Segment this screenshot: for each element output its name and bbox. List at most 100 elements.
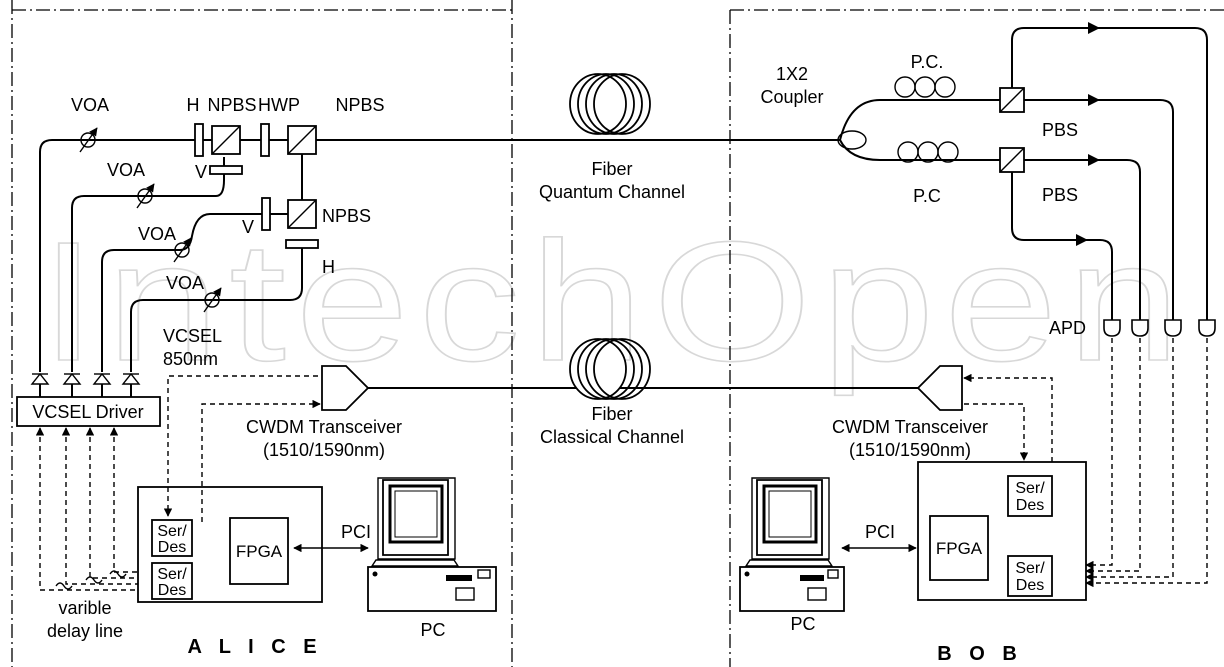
fiber-path-3 — [101, 213, 290, 372]
voa-label-1: VOA — [71, 95, 109, 115]
pc-bottom — [897, 141, 959, 163]
pbs-bottom — [999, 147, 1025, 173]
v-label-1: V — [195, 162, 207, 182]
alice-pc-label: PC — [420, 620, 445, 640]
apd-signal-lines — [1085, 338, 1208, 588]
vcsel-label-2: 850nm — [163, 349, 218, 369]
classical-channel-label-2: Classical Channel — [540, 427, 684, 447]
pbs-bottom-label: PBS — [1042, 185, 1078, 205]
npbs-2 — [287, 125, 317, 155]
coupler-lower-branch — [839, 139, 1000, 161]
quantum-channel-label-1: Fiber — [591, 159, 632, 179]
npbs-label-2: NPBS — [335, 95, 384, 115]
pc-top-label: P.C. — [911, 52, 944, 72]
npbs-label-3: NPBS — [322, 206, 371, 226]
pbs-top-up-out — [1011, 27, 1208, 322]
pbs-top-right-out — [1024, 99, 1174, 322]
h-label-1: H — [187, 95, 200, 115]
alice-serdes-bottom-2: Des — [158, 582, 186, 599]
pbs-top-label: PBS — [1042, 120, 1078, 140]
apd-label: APD — [1049, 318, 1086, 338]
hwp-label: HWP — [258, 95, 300, 115]
apd-detectors — [1103, 319, 1216, 337]
alice-frame — [11, 0, 513, 667]
alice-transceiver — [321, 365, 370, 411]
alice-title: A L I C E — [187, 636, 322, 658]
alice-fpga — [229, 517, 289, 585]
bob-serdes-bottom-1: Ser/ — [1015, 560, 1045, 577]
alice-transceiver-label-1: CWDM Transceiver — [246, 417, 402, 437]
h-waveplate-1 — [194, 123, 204, 157]
pc-top — [894, 76, 956, 98]
bob-tx-to-serdes — [964, 403, 1029, 461]
bob-fpga-label: FPGA — [936, 539, 983, 558]
classical-channel-label-1: Fiber — [591, 404, 632, 424]
coupler-label-2: Coupler — [760, 87, 823, 107]
npbs-3 — [287, 199, 317, 229]
alice-pc-icon — [367, 477, 497, 612]
fiber-path-2 — [71, 157, 225, 372]
hwp — [260, 123, 270, 157]
bob-pc-icon — [739, 477, 845, 612]
alice-serdes-bottom-1: Ser/ — [157, 566, 187, 583]
coupler-label-1: 1X2 — [776, 64, 808, 84]
coupler — [837, 130, 867, 150]
classical-fiber-spool — [569, 338, 651, 400]
vcsel-driver-label: VCSEL Driver — [32, 402, 143, 422]
v-waveplate-1 — [209, 165, 243, 175]
bob-pci-label: PCI — [865, 522, 895, 542]
bob-frame — [729, 9, 1224, 667]
voa-label-2: VOA — [107, 160, 145, 180]
bob-serdes-top-1: Ser/ — [1015, 480, 1045, 497]
pc-bottom-label: P.C — [913, 186, 941, 206]
quantum-fiber-spool — [569, 73, 651, 135]
v-waveplate-2 — [261, 197, 271, 231]
vcsel-driver — [16, 396, 161, 427]
alice-serdes-top-2: Des — [158, 539, 186, 556]
pbs-bottom-right-out — [1024, 159, 1141, 322]
voa-4 — [203, 287, 222, 313]
vcsel-label-1: VCSEL — [163, 326, 222, 346]
fiber-arrowheads — [1076, 22, 1100, 246]
bob-fpga — [929, 515, 989, 581]
alice-serdes-bottom — [151, 562, 193, 600]
bob-serdes-top-2: Des — [1016, 497, 1044, 514]
delay-label-2: delay line — [47, 621, 123, 641]
bob-serdes-bottom-2: Des — [1016, 577, 1044, 594]
bob-transceiver — [916, 365, 963, 411]
alice-transceiver-label-2: (1510/1590nm) — [263, 440, 385, 460]
npbs-label-1: NPBS — [207, 95, 256, 115]
bob-pc-label: PC — [790, 614, 815, 634]
alice-serdes-top-1: Ser/ — [157, 523, 187, 540]
alice-serdes-to-tx — [201, 399, 321, 522]
pbs-top — [999, 87, 1025, 113]
delay-label-1: varible — [58, 598, 111, 618]
bob-title: B O B — [937, 643, 1023, 665]
h-waveplate-2 — [285, 239, 319, 249]
alice-fpga-label: FPGA — [236, 542, 283, 561]
driver-control-lines — [35, 427, 152, 591]
fiber-path-1 — [39, 139, 200, 372]
vcsel-diodes — [30, 372, 141, 398]
h-label-2: H — [322, 257, 335, 277]
alice-serdes-top — [151, 519, 193, 557]
alice-pci-label: PCI — [341, 522, 371, 542]
pbs-bottom-down-out — [1011, 172, 1113, 322]
npbs-1 — [211, 125, 241, 155]
bob-serdes-top — [1007, 475, 1053, 517]
bob-serdes-bottom — [1007, 555, 1053, 597]
voa-1 — [79, 127, 98, 153]
delay-line-squiggles — [55, 570, 127, 590]
voa-3 — [173, 237, 192, 263]
voa-label-3: VOA — [138, 224, 176, 244]
v-label-2: V — [242, 217, 254, 237]
coupler-upper-branch — [839, 99, 1000, 141]
quantum-channel-label-2: Quantum Channel — [539, 182, 685, 202]
alice-tx-to-serdes — [163, 375, 318, 517]
bob-transceiver-label-2: (1510/1590nm) — [849, 440, 971, 460]
voa-label-4: VOA — [166, 273, 204, 293]
fiber-path-4 — [130, 248, 303, 372]
voa-2 — [136, 183, 155, 209]
bob-transceiver-label-1: CWDM Transceiver — [832, 417, 988, 437]
